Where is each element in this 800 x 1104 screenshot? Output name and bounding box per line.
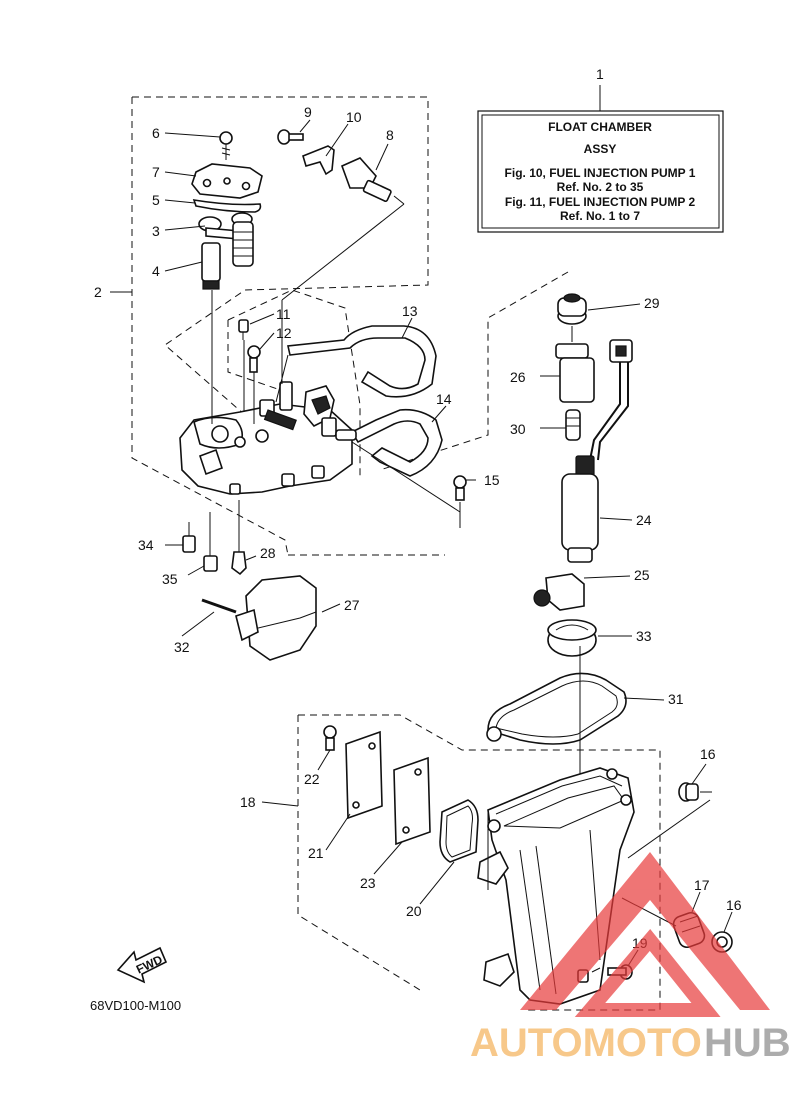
info-line-4: Ref. No. 2 to 35 <box>557 180 644 194</box>
filter-cylinder <box>232 221 254 267</box>
callout-14: 14 <box>436 391 452 407</box>
callout-28: 28 <box>260 545 276 561</box>
callout-2: 2 <box>94 284 102 300</box>
callout-22: 22 <box>304 771 320 787</box>
plate-21 <box>325 730 383 851</box>
callout-29: 29 <box>644 295 660 311</box>
callout-35: 35 <box>162 571 178 587</box>
bolt-34 <box>165 522 196 553</box>
callout-4: 4 <box>152 263 160 279</box>
cover-27 <box>235 575 341 661</box>
info-line-5: Fig. 11, FUEL INJECTION PUMP 2 <box>505 195 696 209</box>
info-line-6: Ref. No. 1 to 7 <box>560 209 640 223</box>
info-title-1: FLOAT CHAMBER <box>548 120 652 134</box>
filter-26 <box>540 343 595 403</box>
callout-30: 30 <box>510 421 526 437</box>
callout-32: 32 <box>174 639 190 655</box>
bolt-9 <box>277 129 304 145</box>
callout-16-lower: 16 <box>726 897 742 913</box>
callout-34: 34 <box>138 537 154 553</box>
bolt-35 <box>187 512 218 576</box>
plate-23 <box>373 756 431 875</box>
bracket-10 <box>302 145 335 176</box>
hose-14 <box>350 408 443 477</box>
grommet-29 <box>557 293 641 325</box>
callout-31: 31 <box>668 691 684 707</box>
watermark-text-light: AUTOMOTO <box>470 1021 702 1065</box>
callout-20: 20 <box>406 903 422 919</box>
screw-6 <box>219 131 233 160</box>
callout-1: 1 <box>596 66 604 82</box>
callout-21: 21 <box>308 845 324 861</box>
callout-9: 9 <box>304 104 312 120</box>
callout-5: 5 <box>152 192 160 208</box>
callout-23: 23 <box>360 875 376 891</box>
screw-15 <box>453 475 467 501</box>
callout-16-upper: 16 <box>700 746 716 762</box>
pump-body <box>179 381 357 495</box>
callout-12: 12 <box>276 325 292 341</box>
callout-15: 15 <box>484 472 500 488</box>
callout-8: 8 <box>386 127 394 143</box>
watermark-text-dark: HUB <box>704 1021 791 1065</box>
fwd-label: FWD <box>134 952 165 976</box>
callout-27: 27 <box>344 597 360 613</box>
callout-3: 3 <box>152 223 160 239</box>
callout-11: 11 <box>276 306 291 322</box>
callout-18: 18 <box>240 794 256 810</box>
callout-33: 33 <box>636 628 652 644</box>
hose-13 <box>287 325 437 398</box>
damper-30 <box>540 409 581 441</box>
callout-6: 6 <box>152 125 160 141</box>
callout-10: 10 <box>346 109 362 125</box>
watermark-triangle <box>520 852 770 1010</box>
callout-26: 26 <box>510 369 526 385</box>
bolt-11 <box>238 319 249 340</box>
fwd-arrow: FWD <box>116 946 168 984</box>
screw-22 <box>317 725 337 771</box>
callout-17: 17 <box>694 877 710 893</box>
gasket-31 <box>486 672 665 745</box>
info-title-2: ASSY <box>584 142 617 156</box>
nozzle-28 <box>231 500 257 576</box>
injector-8 <box>340 157 405 205</box>
gasket-20 <box>419 799 479 905</box>
strainer-33 <box>547 619 632 657</box>
pin-32 <box>181 598 237 637</box>
callout-24: 24 <box>636 512 652 528</box>
callout-25: 25 <box>634 567 650 583</box>
cap-16-upper <box>627 763 712 859</box>
callout-7: 7 <box>152 164 160 180</box>
info-box: 1 FLOAT CHAMBER ASSY Fig. 10, FUEL INJEC… <box>477 66 724 233</box>
watermark: AUTOMOTO HUB <box>470 852 791 1065</box>
gasket-5 <box>192 198 262 213</box>
diagram-code: 68VD100-M100 <box>90 998 181 1013</box>
float-chamber-body <box>261 767 635 1005</box>
harness-connector <box>589 339 633 461</box>
cover-7 <box>191 163 263 199</box>
leader-lines-upper <box>110 119 476 528</box>
sleeve-4 <box>201 242 221 290</box>
info-line-3: Fig. 10, FUEL INJECTION PUMP 1 <box>505 166 696 180</box>
fuel-pump-24 <box>561 455 633 563</box>
callout-13: 13 <box>402 303 418 319</box>
holder-25 <box>533 573 631 611</box>
screw-12 <box>247 345 261 373</box>
